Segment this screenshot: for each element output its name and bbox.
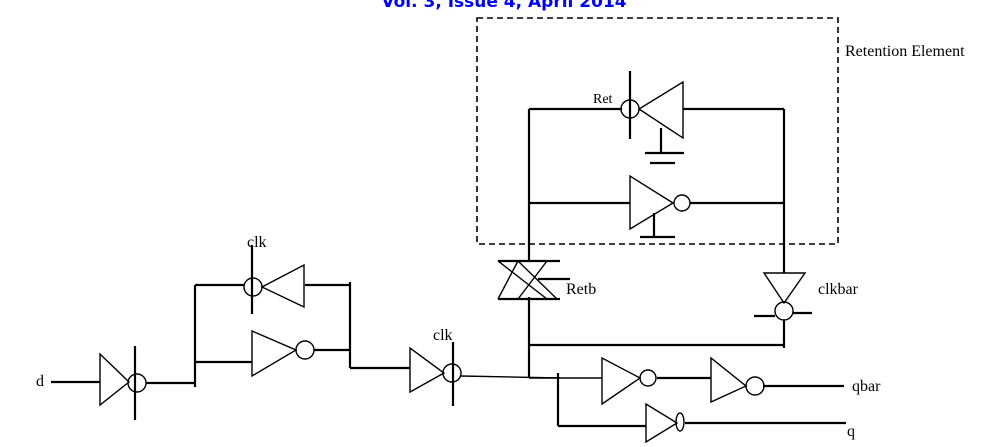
output-wiring [529,373,846,428]
label-clk-master: clk [247,234,267,251]
label-clkbar: clkbar [818,281,859,298]
input-tristate-inverter [51,346,195,420]
output-inverter-1 [601,356,657,406]
retention-element-label: Retention Element [845,43,965,60]
journal-header: Vol. 3, Issue 4, April 2014 [381,0,627,12]
retention-element-box [476,17,839,245]
retention-wiring [527,107,786,273]
clkbar-tristate-inverter [529,272,812,348]
label-d: d [36,373,44,390]
label-ret: Ret [593,92,613,107]
label-clk-transfer: clk [433,327,453,344]
transfer-tristate-inverter [409,342,561,406]
label-q: q [847,423,855,440]
retention-feedback-inverter [620,71,684,165]
label-qbar: qbar [852,378,881,395]
output-inverter-2 [710,356,765,404]
master-feedback-inverter [243,245,305,314]
retention-forward-inverter [629,174,691,239]
master-forward-inverter [251,329,315,378]
label-retb: Retb [566,281,596,298]
retb-transmission-gate [497,259,570,378]
output-inverter-q [645,402,685,444]
master-latch-wiring [193,282,410,387]
